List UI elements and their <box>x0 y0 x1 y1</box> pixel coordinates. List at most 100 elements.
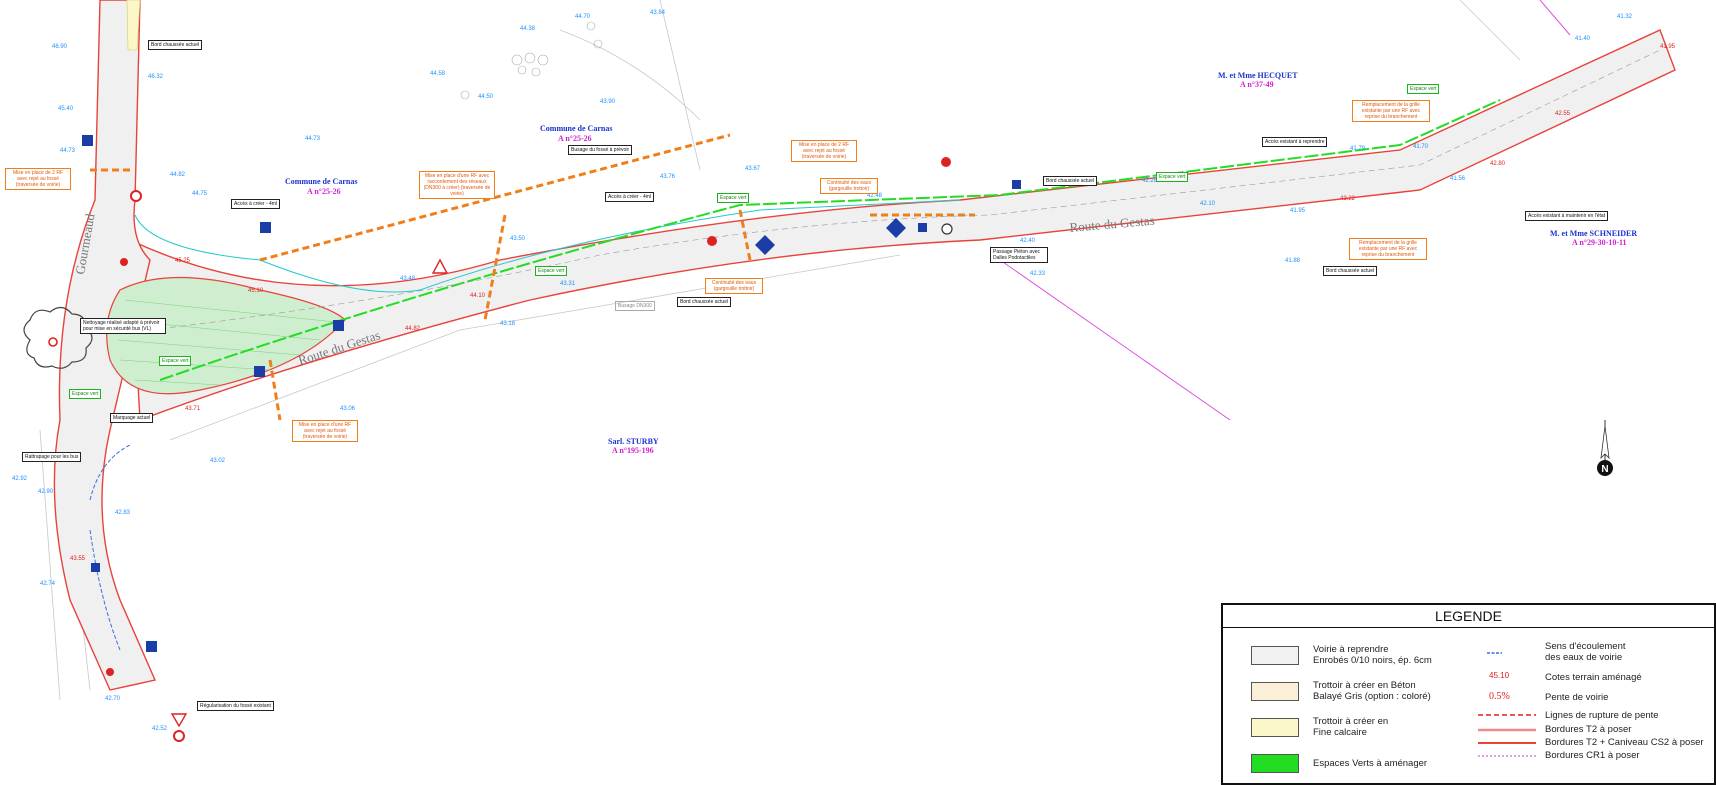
svg-text:45.25: 45.25 <box>175 258 191 264</box>
owner-parcel: A n°29-30-10-11 <box>1572 238 1627 247</box>
sign-blue-square-icon <box>254 366 265 377</box>
road-signs <box>48 135 1021 742</box>
orange-network <box>90 133 975 421</box>
road-label-gestas-east: Route du Gestas <box>1069 213 1155 235</box>
property-boundary <box>999 0 1571 421</box>
svg-text:43.84: 43.84 <box>650 10 666 16</box>
owner-parcel: A n°25-26 <box>307 187 341 196</box>
note-bord-chaussee: Bord chaussée actuel <box>677 297 732 307</box>
note-espace-vert: Espace vert <box>535 266 568 276</box>
sign-blue-square-icon <box>918 223 927 232</box>
green-strip <box>159 99 1501 381</box>
sign-priority-diamond-icon <box>755 235 775 255</box>
sign-blue-square-icon <box>91 563 100 572</box>
sign-red-circle-icon <box>48 337 58 347</box>
trottoir-edge-cyan <box>134 199 961 293</box>
svg-text:41.79: 41.79 <box>1350 146 1366 152</box>
owner-name: M. et Mme HECQUET <box>1218 71 1298 80</box>
svg-text:42.52: 42.52 <box>152 726 168 732</box>
note-passage-pieton: Passage Piéton avec Dalles Podotactiles <box>990 247 1048 263</box>
sign-blue-square-icon <box>82 135 93 146</box>
sign-red-circle-icon <box>106 668 114 676</box>
owner-parcel: A n°195-196 <box>612 446 654 455</box>
sign-blue-square-icon <box>146 641 157 652</box>
legend-title: LEGENDE <box>1223 605 1714 628</box>
note-continuite-eaux: Continuité des eaux (gargouille trottoir… <box>705 278 763 294</box>
flow-direction-icon <box>1487 652 1502 654</box>
svg-text:43.90: 43.90 <box>600 99 616 105</box>
legend-swatch-espaces-verts <box>1251 754 1299 773</box>
sign-red-circle-icon <box>120 258 128 266</box>
svg-text:43.48: 43.48 <box>400 276 416 282</box>
svg-text:43.18: 43.18 <box>500 321 516 327</box>
sign-yield-icon <box>170 713 188 728</box>
owner-name: Commune de Carnas <box>285 177 357 186</box>
owner-parcel: A n°25-26 <box>558 134 592 143</box>
owner-name: Commune de Carnas <box>540 124 612 133</box>
svg-text:45.10: 45.10 <box>248 288 264 294</box>
sign-stop-icon <box>707 236 717 246</box>
legend-label: Espaces Verts à aménager <box>1313 758 1428 769</box>
note-bord-chaussee: Bord chaussée actuel <box>1043 176 1098 186</box>
legend-symbol-label: Bordures CR1 à poser <box>1545 750 1640 761</box>
svg-text:41.95: 41.95 <box>1660 44 1676 50</box>
note-bord-chaussee: Bord chaussée actuel <box>1323 266 1378 276</box>
note-espace-vert: Espace vert <box>717 193 750 203</box>
revision-cloud <box>23 306 93 369</box>
svg-text:42.92: 42.92 <box>12 476 28 482</box>
sign-stop-icon <box>941 157 951 167</box>
note-rattrapage: Rattrapage pour les bus <box>22 452 82 462</box>
sign-blue-square-icon <box>260 222 271 233</box>
svg-text:42.33: 42.33 <box>1030 271 1046 277</box>
svg-text:44.82: 44.82 <box>170 172 186 178</box>
north-label: N <box>1601 464 1608 475</box>
svg-text:43.76: 43.76 <box>660 174 676 180</box>
svg-text:43.50: 43.50 <box>510 236 526 242</box>
green-island-hatch <box>117 299 336 386</box>
svg-text:42.90: 42.90 <box>38 489 54 495</box>
note-marquage: Marquage actuel <box>110 413 154 423</box>
note-acces-maintenir: Accès existant à maintenir en l'état <box>1525 211 1609 221</box>
svg-text:41.32: 41.32 <box>1617 14 1633 20</box>
legend-symbol-label: Bordures T2 + Caniveau CS2 à poser <box>1545 737 1704 748</box>
note-nettoyage: Nettoyage réalisé adapté à prévoir pour … <box>80 318 166 334</box>
svg-text:41.88: 41.88 <box>1285 258 1301 264</box>
svg-text:44.75: 44.75 <box>192 191 208 197</box>
legend-symbol-label: Cotes terrain aménagé <box>1545 672 1642 683</box>
svg-text:43.22: 43.22 <box>1340 196 1356 202</box>
legend-sample-pente: 0.5% <box>1489 691 1510 702</box>
legend-symbol-label: Bordures T2 à poser <box>1545 724 1632 735</box>
svg-text:44.38: 44.38 <box>520 26 536 32</box>
road-surface-gourmeaud <box>53 0 156 691</box>
note-acces-creer: Accès à créer - 4ml <box>605 192 655 202</box>
legend-swatch-trottoir-calcaire <box>1251 718 1299 737</box>
svg-text:44.82: 44.82 <box>405 326 421 332</box>
svg-text:45.40: 45.40 <box>58 106 74 112</box>
svg-text:42.28: 42.28 <box>1142 178 1158 184</box>
svg-text:41.95: 41.95 <box>1290 208 1306 214</box>
trees <box>460 21 603 100</box>
legend-symbol-label: Lignes de rupture de pente <box>1545 710 1659 721</box>
legend-swatch-trottoir-beton <box>1251 682 1299 701</box>
sign-no-entry-icon <box>130 190 142 202</box>
svg-text:42.80: 42.80 <box>1490 161 1506 167</box>
svg-text:44.58: 44.58 <box>430 71 446 77</box>
svg-text:44.10: 44.10 <box>470 293 486 299</box>
svg-text:42.70: 42.70 <box>105 696 121 702</box>
svg-text:43.02: 43.02 <box>210 458 226 464</box>
legend-line-rupture <box>1478 714 1536 716</box>
trottoir-calcaire <box>126 0 141 51</box>
svg-text:44.70: 44.70 <box>575 14 591 20</box>
svg-text:43.55: 43.55 <box>70 556 86 562</box>
note-busage-dn: Busage DN300 <box>615 301 655 311</box>
sign-speed-icon <box>941 223 953 235</box>
legend-line-bordure-t2 <box>1478 728 1536 732</box>
svg-text:44.50: 44.50 <box>478 94 494 100</box>
svg-text:43.31: 43.31 <box>560 281 576 287</box>
note-espace-vert: Espace vert <box>1407 84 1440 94</box>
owner-name: Sarl. STURBY <box>608 437 659 446</box>
sign-warning-triangle-icon <box>431 258 449 274</box>
